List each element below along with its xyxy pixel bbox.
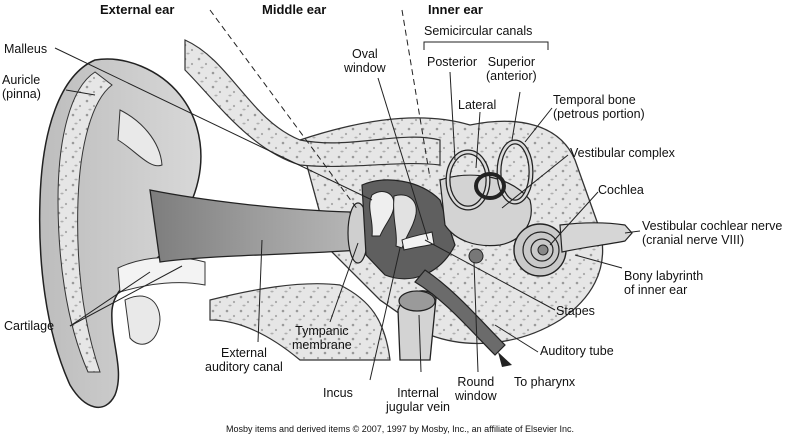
label-cartilage: Cartilage: [4, 319, 54, 333]
label-posterior: Posterior: [427, 55, 477, 69]
label-incus: Incus: [323, 386, 353, 400]
label-stapes: Stapes: [556, 304, 595, 318]
to-pharynx-arrow: [498, 352, 512, 367]
label-temporal-bone: Temporal bone (petrous portion): [553, 93, 645, 121]
label-cochlea: Cochlea: [598, 183, 644, 197]
label-superior: Superior (anterior): [486, 55, 537, 83]
label-internal-jugular-vein: Internal jugular vein: [386, 386, 450, 414]
lobule-curl: [125, 296, 160, 344]
label-auditory-tube: Auditory tube: [540, 344, 614, 358]
section-middle-ear: Middle ear: [262, 2, 326, 17]
label-external-auditory-canal: External auditory canal: [205, 346, 283, 374]
section-external-ear: External ear: [100, 2, 174, 17]
label-vestibular-cochlear-nerve: Vestibular cochlear nerve (cranial nerve…: [642, 219, 782, 247]
label-auricle: Auricle (pinna): [2, 73, 41, 101]
label-lateral: Lateral: [458, 98, 496, 112]
internal-jugular-vein-top: [399, 291, 435, 311]
label-tympanic-membrane: Tympanic membrane: [292, 324, 352, 352]
skull-bone-upper: [185, 40, 440, 166]
semicircular-canals-bracket: [424, 42, 548, 50]
cartilage-shape: [118, 257, 205, 292]
label-to-pharynx: To pharynx: [514, 375, 575, 389]
cochlea-shape: [514, 224, 566, 276]
section-inner-ear: Inner ear: [428, 2, 483, 17]
label-bony-labyrinth: Bony labyrinth of inner ear: [624, 269, 703, 297]
label-semicircular-canals: Semicircular canals: [424, 24, 532, 38]
copyright-notice: Mosby items and derived items © 2007, 19…: [0, 424, 800, 434]
label-vestibular-complex: Vestibular complex: [570, 146, 675, 160]
label-malleus: Malleus: [4, 42, 47, 56]
label-oval-window: Oval window: [344, 47, 386, 75]
round-window-shape: [469, 249, 483, 263]
label-round-window: Round window: [455, 375, 497, 403]
